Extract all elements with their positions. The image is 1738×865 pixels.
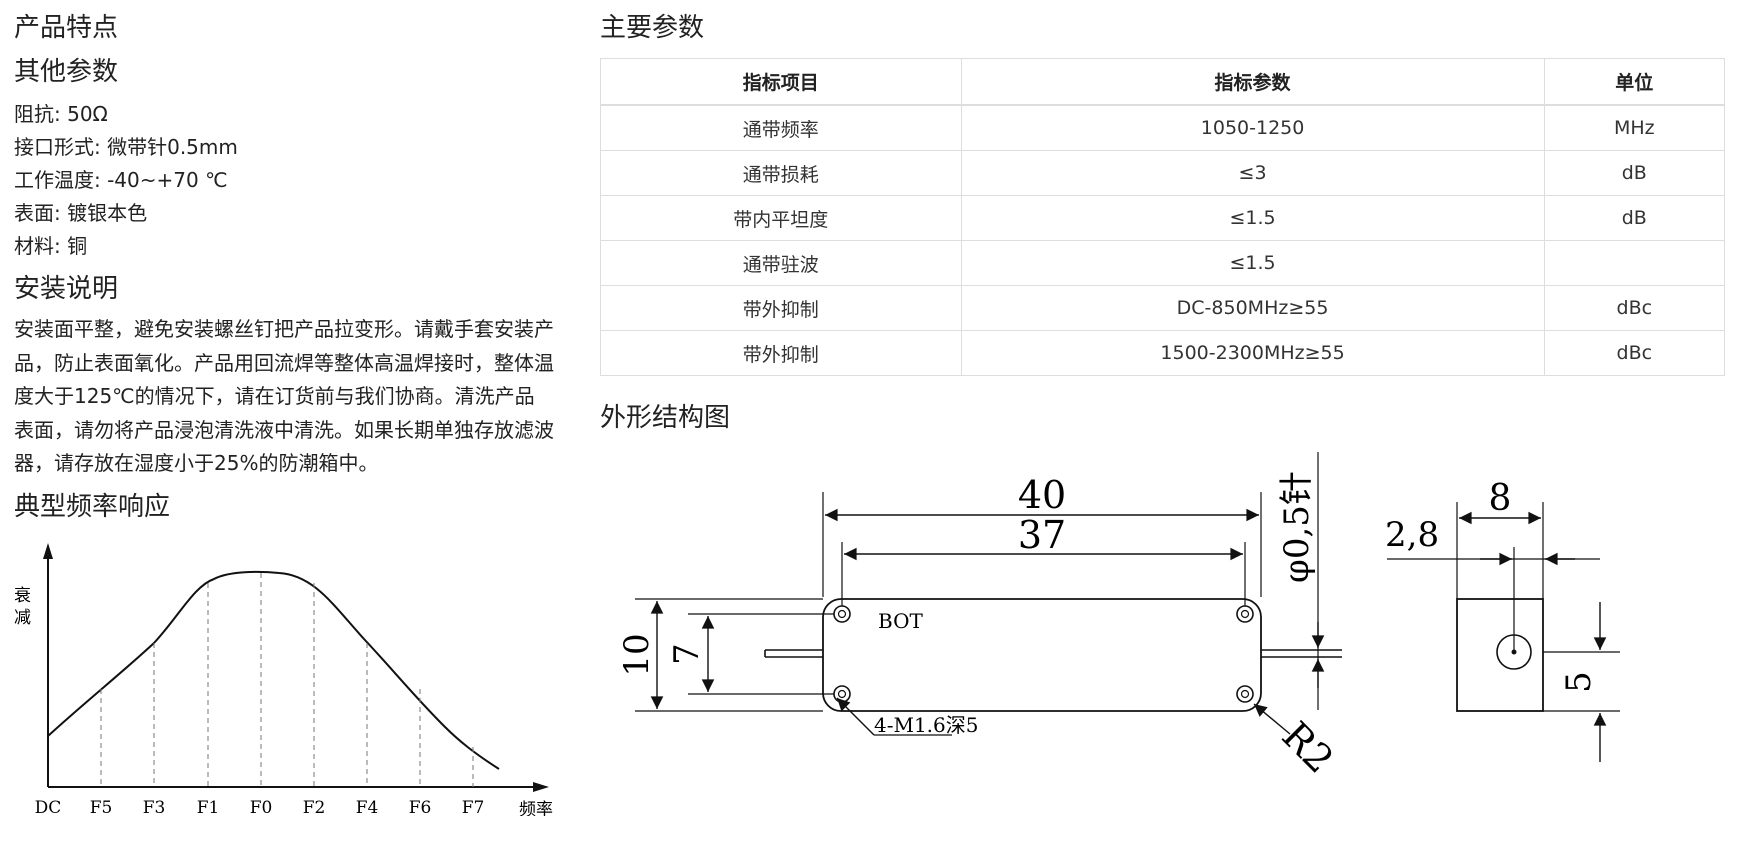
dim-40-label: 40 [1018, 473, 1066, 517]
cell-value: ≤3 [960, 150, 1545, 196]
cell-value: 1500-2300MHz≥55 [960, 330, 1545, 376]
main-params-heading: 主要参数 [600, 13, 705, 43]
tick-f1: F1 [197, 798, 220, 816]
header-item: 指标项目 [600, 58, 962, 106]
left-column: 产品特点 其他参数 阻抗: 50Ω 接口形式: 微带针0.5mm 工作温度: -… [14, 8, 554, 816]
cell-unit: MHz [1543, 104, 1726, 151]
tick-f0: F0 [250, 798, 273, 816]
dim-37-label: 37 [1018, 513, 1066, 557]
connector-outer [1496, 634, 1532, 670]
tick-dc: DC [35, 798, 62, 816]
param-list: 阻抗: 50Ω 接口形式: 微带针0.5mm 工作温度: -40~+70 ℃ 表… [14, 98, 554, 263]
dim-8-label: 8 [1489, 478, 1512, 519]
cell-value: DC-850MHz≥55 [960, 285, 1545, 331]
table-row: 通带驻波 ≤1.5 [600, 240, 1726, 286]
tick-f4: F4 [356, 798, 379, 816]
table-header-row: 指标项目 指标参数 单位 [600, 58, 1726, 106]
param-impedance: 阻抗: 50Ω [14, 102, 108, 126]
cell-item: 带外抑制 [600, 285, 962, 331]
cell-unit: dBc [1543, 330, 1726, 376]
table-row: 通带频率 1050-1250 MHz [600, 104, 1726, 151]
cell-unit: dBc [1543, 285, 1726, 331]
tick-f3: F3 [143, 798, 166, 816]
response-curve [47, 570, 500, 770]
header-value: 指标参数 [960, 58, 1545, 106]
mount-hole [833, 605, 851, 623]
bot-label: BOT [878, 609, 923, 633]
tick-f6: F6 [409, 798, 432, 816]
response-heading: 典型频率响应 [14, 491, 171, 522]
radius-label: R2 [1274, 713, 1342, 781]
param-temperature: 工作温度: -40~+70 ℃ [14, 168, 228, 192]
holes-leader [836, 697, 875, 736]
mount-hole [1236, 685, 1254, 703]
table-row: 带外抑制 DC-850MHz≥55 dBc [600, 285, 1726, 331]
cell-value: ≤1.5 [960, 195, 1545, 241]
table-row: 带外抑制 1500-2300MHz≥55 dBc [600, 330, 1726, 376]
install-text: 安装面平整，避免安装螺丝钉把产品拉变形。请戴手套安装产品，防止表面氧化。产品用回… [14, 317, 554, 475]
features-heading: 产品特点 [14, 13, 119, 43]
install-heading: 安装说明 [14, 274, 119, 304]
cell-item: 通带频率 [600, 104, 962, 151]
y-axis-arrow [43, 542, 53, 559]
outline-heading: 外形结构图 [600, 403, 731, 433]
outline-drawing: BOT 40 37 10 7 φ0,5针 4-M1.6深5 R2 [617, 452, 1620, 782]
dim-10-label: 10 [617, 633, 657, 676]
mount-hole [1236, 605, 1254, 623]
side-view-body [1456, 598, 1544, 712]
cell-value: ≤1.5 [960, 240, 1545, 286]
cell-item: 带外抑制 [600, 330, 962, 376]
cell-unit [1543, 240, 1726, 286]
x-axis-arrow [533, 781, 549, 792]
y-label-1: 衰 [14, 586, 31, 606]
connector-inner [1511, 649, 1517, 655]
header-unit: 单位 [1543, 58, 1726, 106]
filter-body [822, 598, 1262, 712]
dim-2-8-label: 2,8 [1385, 515, 1439, 555]
cell-unit: dB [1543, 150, 1726, 196]
pin-dim-label: φ0,5针 [1277, 471, 1317, 583]
param-material: 材料: 铜 [14, 234, 88, 258]
holes-label: 4-M1.6深5 [874, 713, 979, 737]
cell-item: 通带损耗 [600, 150, 962, 196]
cell-item: 通带驻波 [600, 240, 962, 286]
dim-5-label: 5 [1559, 671, 1599, 693]
dim-7-label: 7 [667, 643, 707, 665]
right-column: 主要参数 指标项目 指标参数 单位 通带频率 1050-1250 MHz 通带损… [600, 8, 1726, 842]
table-row: 带内平坦度 ≤1.5 dB [600, 195, 1726, 241]
tick-f7: F7 [462, 798, 485, 816]
spec-table: 指标项目 指标参数 单位 通带频率 1050-1250 MHz 通带损耗 ≤3 … [600, 58, 1726, 376]
tick-f5: F5 [90, 798, 113, 816]
radius-leader [1253, 703, 1291, 735]
param-surface: 表面: 镀银本色 [14, 201, 148, 225]
mount-hole [833, 685, 851, 703]
y-label-2: 减 [14, 608, 31, 628]
param-interface: 接口形式: 微带针0.5mm [14, 135, 238, 159]
cell-value: 1050-1250 [960, 104, 1545, 151]
frequency-response-diagram: 衰 减 DC F5 F3 F1 F0 F2 F4 F6 F7 频率 [14, 542, 553, 816]
tick-f2: F2 [303, 798, 326, 816]
other-params-heading: 其他参数 [14, 57, 119, 87]
x-axis-label: 频率 [519, 800, 553, 816]
cell-unit: dB [1543, 195, 1726, 241]
table-row: 通带损耗 ≤3 dB [600, 150, 1726, 196]
cell-item: 带内平坦度 [600, 195, 962, 241]
